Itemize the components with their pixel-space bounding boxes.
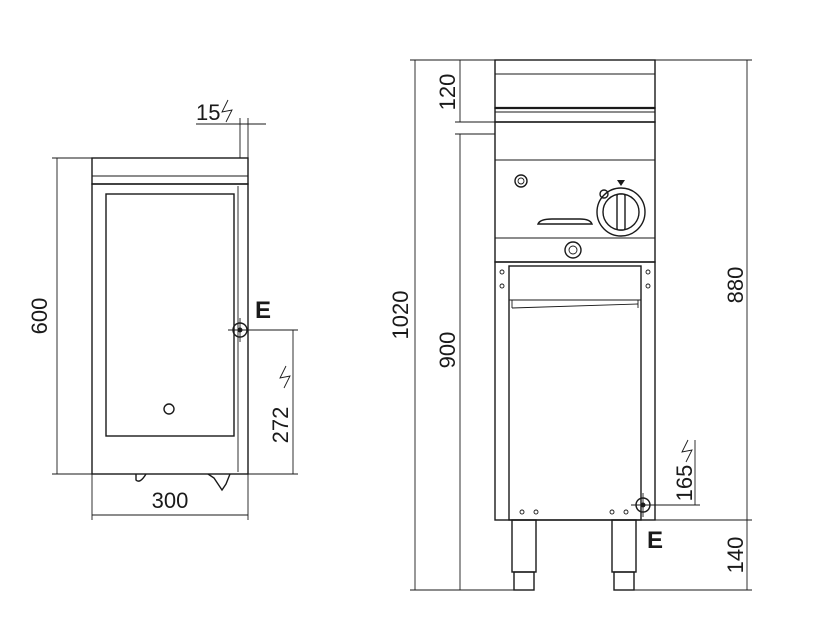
side-view: E 600 300 15 272 — [27, 99, 298, 520]
front-leg-right — [611, 519, 637, 591]
front-dim-total — [410, 59, 514, 591]
front-dim-top-label: 120 — [435, 74, 460, 111]
front-stand-frame — [494, 261, 656, 521]
front-dim-work-label: 900 — [435, 332, 460, 369]
front-port-icon — [564, 241, 582, 259]
control-knob-icon — [596, 180, 646, 237]
side-foot-left — [135, 473, 147, 482]
side-worktop — [91, 157, 249, 185]
side-dim-connection-label: 272 — [268, 407, 293, 444]
front-dim-foot-label: 140 — [723, 537, 748, 574]
front-dim-body — [655, 59, 752, 521]
front-connection-icon — [631, 493, 655, 517]
front-dim-work — [455, 133, 495, 590]
side-dim-width — [91, 474, 249, 520]
side-connection-label: E — [255, 297, 271, 324]
front-dim-body-label: 880 — [723, 267, 748, 304]
front-connection-label: E — [647, 527, 663, 554]
side-dim-offset — [196, 99, 266, 158]
side-body — [91, 183, 249, 475]
front-dim-foot — [634, 520, 752, 591]
front-view: E 1020 120 900 880 — [388, 59, 752, 591]
side-port-icon — [163, 403, 175, 415]
front-dim-connection-label: 165 — [672, 465, 697, 502]
front-top-panel — [494, 59, 656, 109]
indicator-light-icon — [514, 174, 528, 188]
front-dim-total-label: 1020 — [388, 291, 413, 340]
front-dim-top — [455, 60, 495, 123]
side-foot-right — [207, 473, 231, 492]
side-dim-connection — [248, 329, 298, 475]
side-dim-height-label: 600 — [27, 298, 52, 335]
side-dim-width-label: 300 — [152, 488, 189, 513]
side-dim-height — [52, 157, 92, 475]
front-control-panel — [494, 121, 656, 263]
front-stand-opening — [508, 265, 642, 521]
front-dim-connection — [655, 439, 700, 506]
side-door-panel — [105, 193, 235, 437]
front-leg-left — [511, 519, 537, 591]
handle-slot — [536, 218, 594, 225]
side-dim-offset-label: 15 — [196, 100, 220, 125]
front-rim — [494, 107, 656, 123]
